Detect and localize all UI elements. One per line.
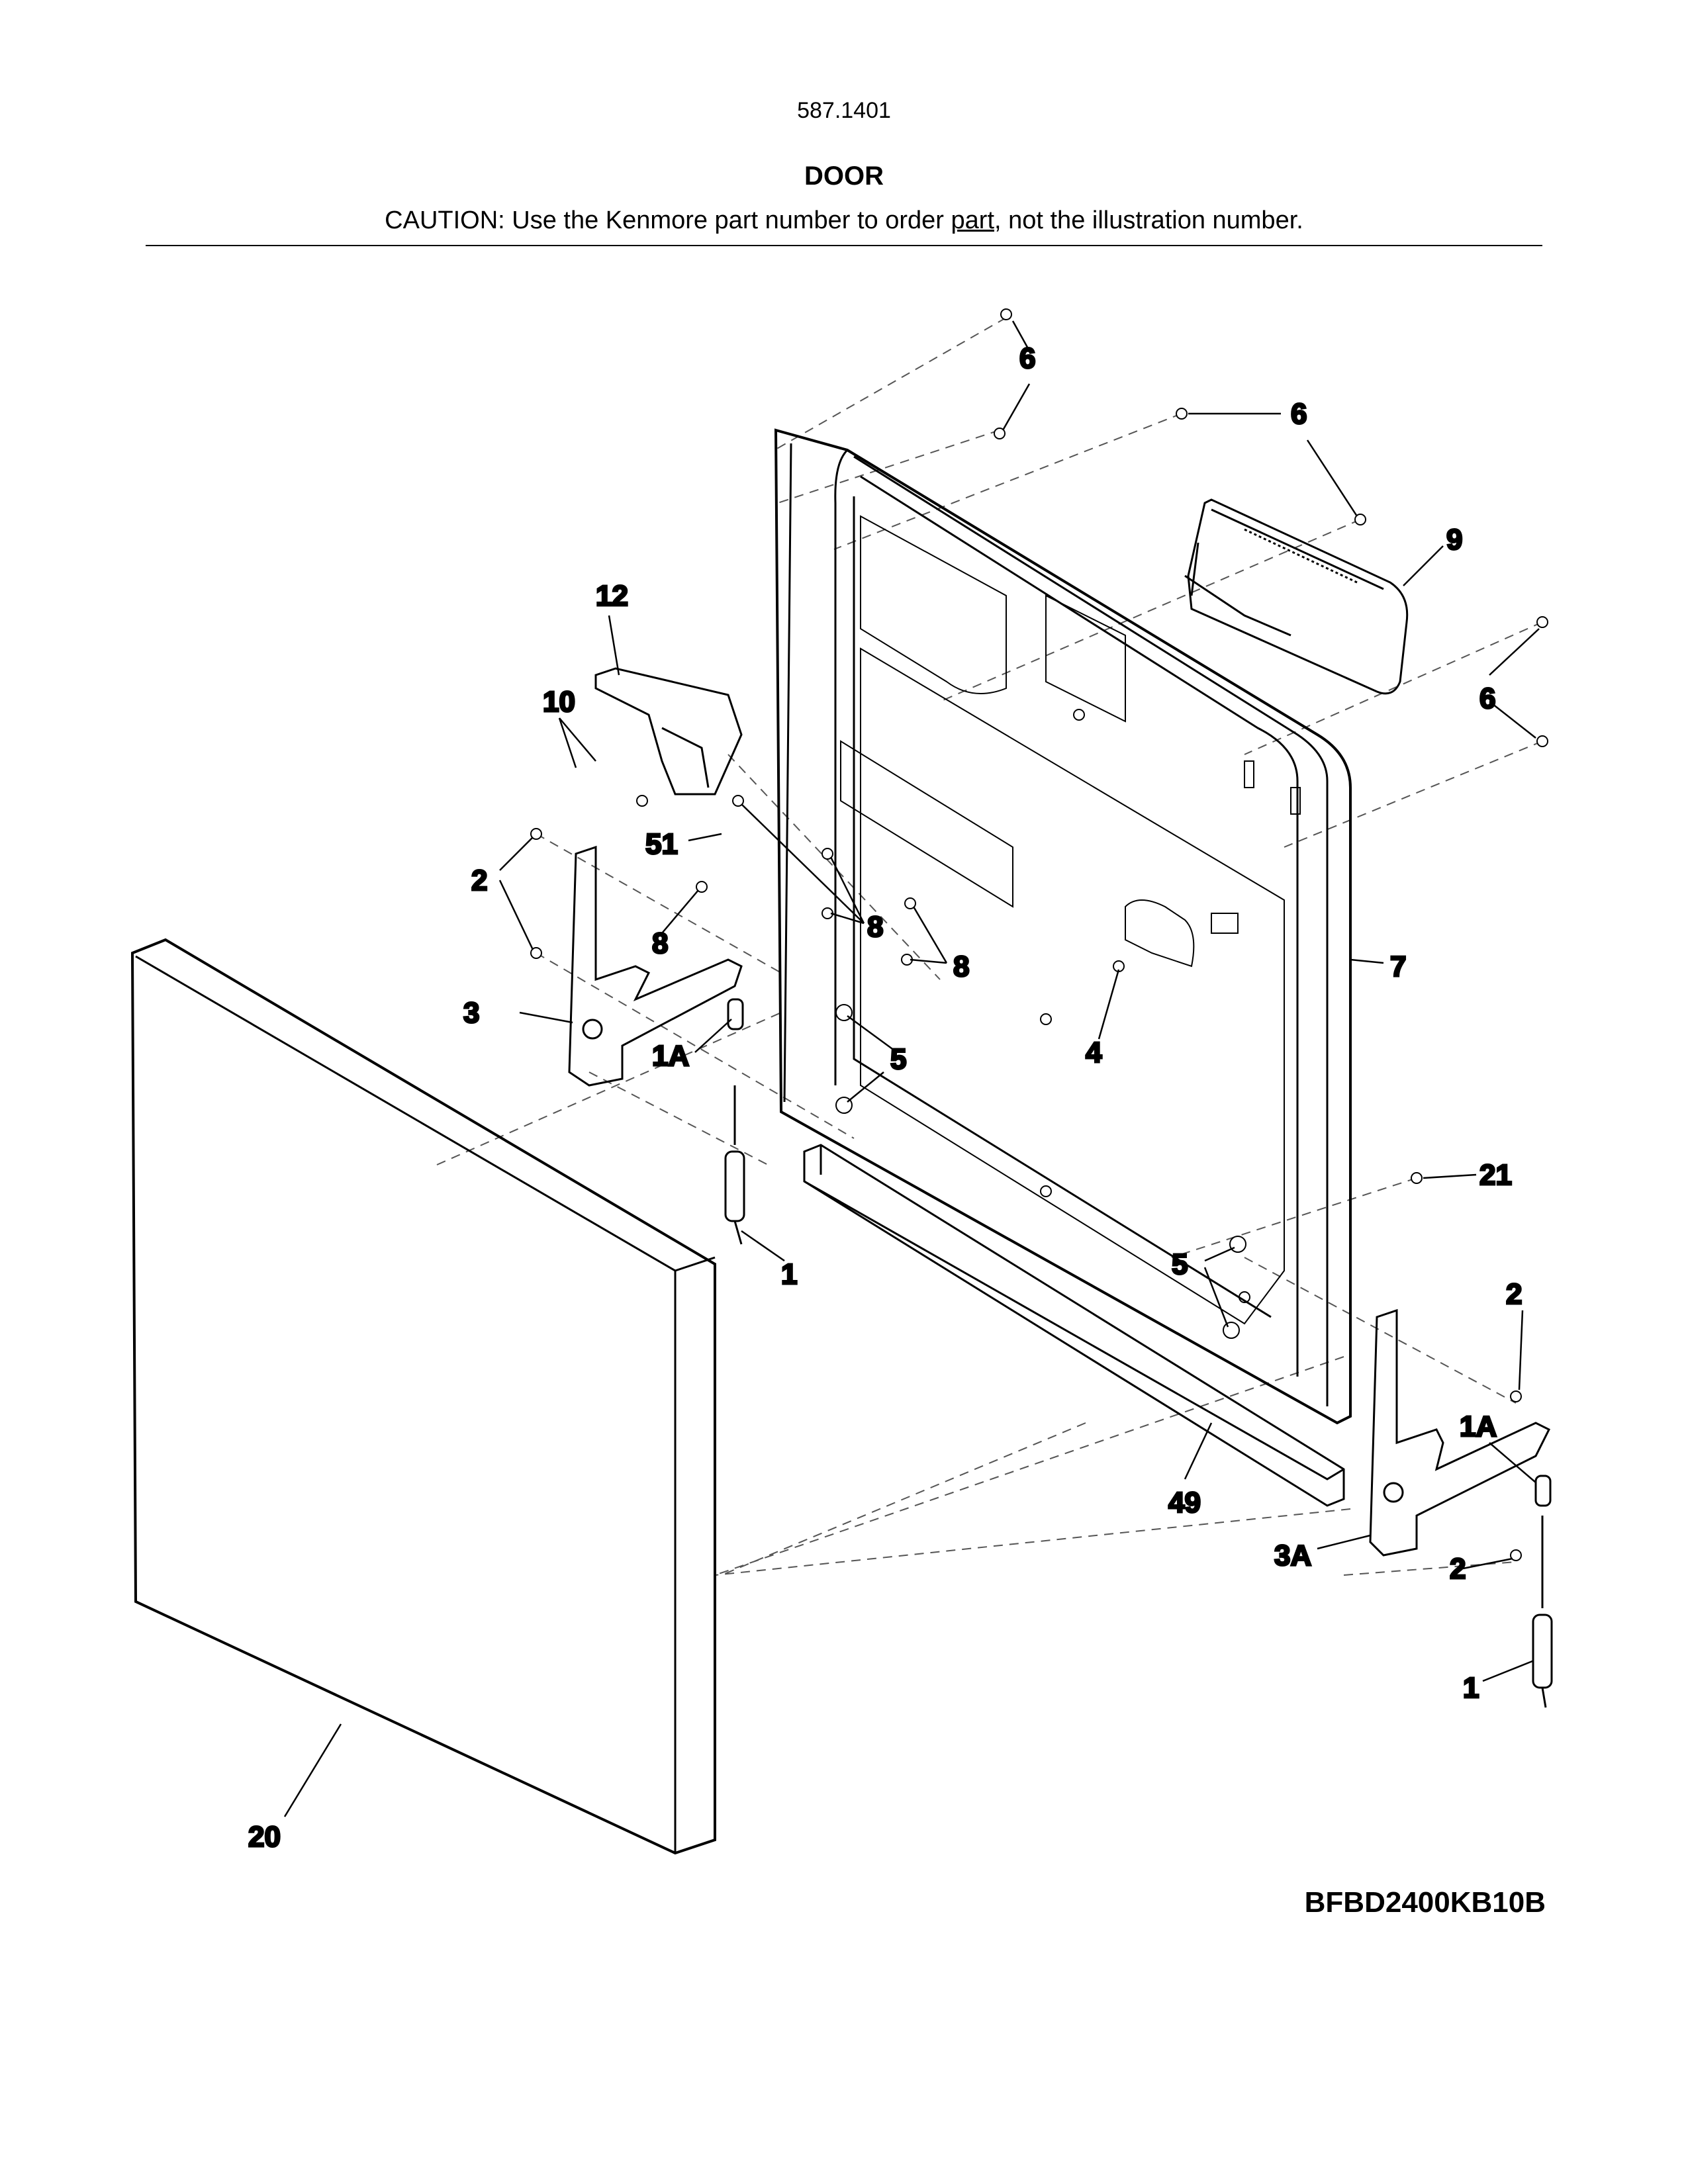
- right-hinge: [1369, 1308, 1551, 1557]
- inner-door-panel: [774, 428, 1352, 1425]
- callout-12: 12: [596, 580, 628, 612]
- caution-prefix: CAUTION: Use the Kenmore part number to …: [385, 206, 951, 234]
- callout-labels: 6 6 9 6 12 10 51 2 8 8 8 7 3 4 5 1A 21 1…: [248, 341, 1523, 1854]
- outer-door-panel: [130, 938, 716, 1855]
- callout-2-right-bottom: 2: [1450, 1553, 1466, 1585]
- callout-1a-left: 1A: [652, 1040, 689, 1072]
- callout-8-right: 8: [953, 950, 969, 983]
- page-title: DOOR: [804, 161, 884, 191]
- callout-6-mid: 6: [1291, 398, 1307, 430]
- callout-3a: 3A: [1274, 1539, 1311, 1572]
- caution-text: CAUTION: Use the Kenmore part number to …: [0, 206, 1688, 235]
- left-hinge: [568, 845, 743, 1087]
- callout-5-center: 5: [890, 1043, 906, 1075]
- callout-2-right-top: 2: [1506, 1278, 1522, 1310]
- bottom-trim-strip: [803, 1144, 1345, 1507]
- leader-lines: [283, 320, 1540, 1817]
- control-panel: [1184, 498, 1409, 695]
- left-hinge-cap: [727, 998, 744, 1030]
- header-divider: [146, 245, 1542, 246]
- callout-6-top: 6: [1019, 342, 1035, 375]
- callout-6-right: 6: [1479, 682, 1495, 715]
- model-number: 587.1401: [797, 98, 891, 123]
- callout-1-left: 1: [781, 1258, 797, 1291]
- door-latch: [594, 667, 743, 796]
- callout-1a-right: 1A: [1460, 1410, 1497, 1443]
- right-spring: [1532, 1516, 1553, 1708]
- callout-49: 49: [1168, 1486, 1201, 1519]
- callout-9: 9: [1446, 523, 1462, 556]
- callout-7: 7: [1390, 950, 1406, 983]
- caution-part-link[interactable]: part: [951, 206, 994, 234]
- callout-1-right: 1: [1463, 1672, 1479, 1704]
- callout-20: 20: [248, 1821, 281, 1853]
- callout-51: 51: [645, 828, 678, 860]
- screws: [530, 308, 1548, 1561]
- left-spring: [724, 1085, 745, 1245]
- caution-suffix: , not the illustration number.: [994, 206, 1303, 234]
- diagram-id: BFBD2400KB10B: [1304, 1886, 1546, 1919]
- alignment-lines: [436, 317, 1543, 1576]
- callout-8-left: 8: [652, 927, 668, 960]
- callout-4: 4: [1086, 1036, 1102, 1069]
- callout-5-right: 5: [1172, 1248, 1188, 1281]
- callout-2-left: 2: [471, 864, 487, 897]
- callout-10: 10: [543, 686, 575, 718]
- callout-8-center: 8: [867, 911, 883, 943]
- callout-3: 3: [463, 997, 479, 1029]
- callout-21: 21: [1479, 1159, 1512, 1191]
- right-hinge-cap: [1534, 1475, 1552, 1507]
